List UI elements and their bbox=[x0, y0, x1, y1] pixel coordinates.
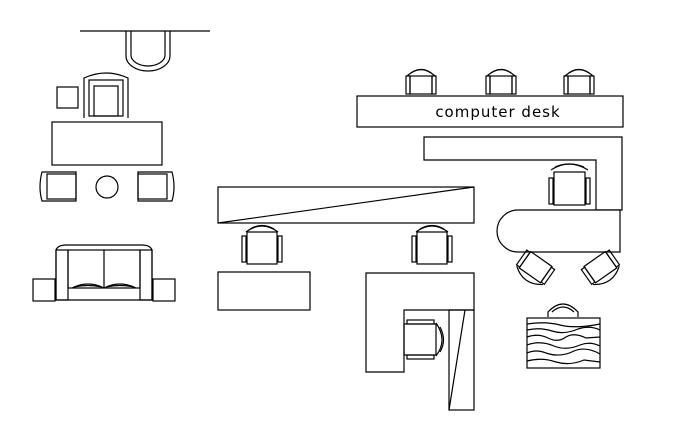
computer-chair-1 bbox=[405, 68, 437, 95]
office-chair-3 bbox=[403, 319, 445, 360]
computer-chair-2 bbox=[485, 68, 517, 95]
executive-desk bbox=[51, 121, 163, 166]
meeting-chair-left bbox=[515, 249, 556, 286]
round-side-table bbox=[95, 175, 119, 199]
wood-grain-desk bbox=[526, 317, 601, 369]
computer-chair-3 bbox=[563, 68, 595, 95]
shelf-return bbox=[423, 136, 623, 211]
office-chair-1 bbox=[241, 224, 283, 265]
visitor-chair-right bbox=[137, 171, 175, 202]
l-shaped-desk bbox=[365, 272, 475, 411]
side-table bbox=[56, 86, 79, 109]
entrance-door bbox=[80, 30, 210, 72]
computer-desk: computer desk bbox=[356, 95, 624, 128]
sofa-side-table-left bbox=[32, 278, 56, 302]
office-chair-2 bbox=[411, 224, 453, 265]
small-desk bbox=[217, 271, 311, 311]
office-chair-5 bbox=[547, 303, 579, 317]
computer-desk-label: computer desk bbox=[435, 103, 560, 121]
sofa bbox=[55, 244, 153, 301]
rounded-meeting-desk bbox=[496, 209, 621, 253]
armchair bbox=[83, 72, 129, 118]
visitor-chair-left bbox=[39, 171, 77, 202]
office-chair-4 bbox=[548, 163, 591, 206]
meeting-chair-right bbox=[580, 249, 621, 286]
sofa-side-table-right bbox=[152, 278, 176, 302]
diagonal-partition-desk bbox=[217, 186, 475, 224]
